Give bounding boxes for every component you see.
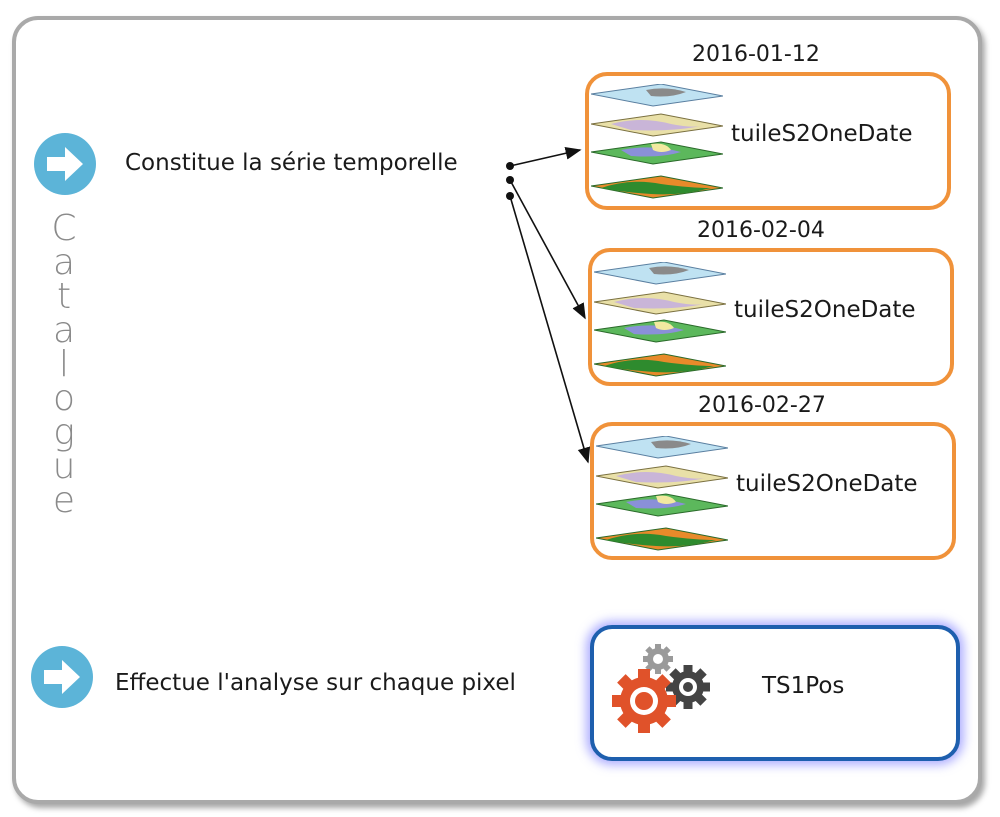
tile-name: tuileS2OneDate bbox=[731, 121, 913, 147]
catalogue-letter: a bbox=[52, 310, 76, 351]
step-label-analysis: Effectue l'analyse sur chaque pixel bbox=[115, 670, 516, 696]
tile-name: tuileS2OneDate bbox=[736, 471, 918, 497]
catalogue-vertical-label: C a t a l o g u e bbox=[40, 208, 88, 521]
catalogue-letter: u bbox=[52, 446, 76, 487]
tile-box: tuileS2OneDate bbox=[585, 72, 951, 210]
catalogue-letter: g bbox=[53, 412, 75, 453]
process-box: TS1Pos bbox=[590, 625, 960, 761]
right-arrow-circle-icon bbox=[31, 646, 93, 708]
step-label-series: Constitue la série temporelle bbox=[125, 150, 458, 176]
catalogue-letter: C bbox=[51, 208, 77, 249]
tile-date: 2016-02-27 bbox=[698, 393, 826, 418]
arrow-to-tile-3 bbox=[509, 195, 591, 464]
catalogue-letter: e bbox=[52, 480, 76, 521]
tile-name: tuileS2OneDate bbox=[734, 297, 916, 323]
tile-box: tuileS2OneDate bbox=[588, 248, 954, 386]
gears-icon bbox=[612, 644, 710, 733]
arrow-to-tile-1 bbox=[509, 146, 582, 167]
tile-date: 2016-02-04 bbox=[697, 218, 825, 243]
catalogue-letter: a bbox=[52, 242, 76, 283]
tile-date: 2016-01-12 bbox=[692, 42, 820, 67]
right-arrow-circle-icon bbox=[34, 133, 96, 195]
map-layers-icon bbox=[591, 84, 723, 199]
map-layers-icon bbox=[594, 262, 726, 377]
map-layers-icon bbox=[596, 436, 728, 551]
arrow-to-tile-2 bbox=[509, 179, 586, 320]
catalogue-letter: t bbox=[56, 276, 72, 317]
catalogue-letter: l bbox=[58, 344, 69, 385]
catalogue-letter: o bbox=[52, 378, 76, 419]
process-name: TS1Pos bbox=[762, 673, 845, 699]
tile-box: tuileS2OneDate bbox=[590, 422, 956, 560]
